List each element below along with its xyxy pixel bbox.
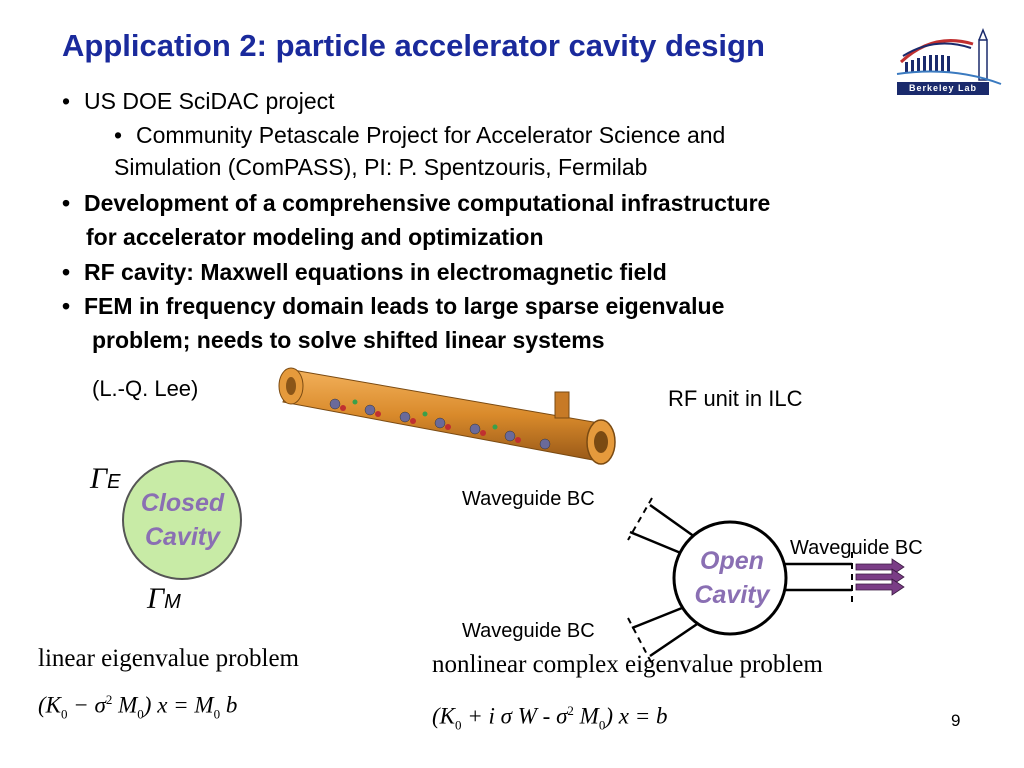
gamma-m-label: ΓM bbox=[147, 582, 181, 615]
bullet-2-cont: for accelerator modeling and optimizatio… bbox=[86, 224, 544, 250]
rf-label: RF unit in ILC bbox=[668, 386, 803, 411]
nonlinear-equation: (K0 + i σ W - σ2 M0) x = b bbox=[432, 703, 668, 733]
gamma-e-label: ΓE bbox=[90, 462, 121, 495]
page-number: 9 bbox=[951, 711, 961, 730]
bullet-1-sub-cont: Simulation (ComPASS), PI: P. Spentzouris… bbox=[114, 154, 648, 180]
waveguide-bc-bottom: Waveguide BC bbox=[462, 620, 595, 642]
bullet-4-cont: problem; needs to solve shifted linear s… bbox=[92, 327, 605, 353]
linear-caption: linear eigenvalue problem bbox=[38, 645, 299, 672]
bullet-2: •Development of a comprehensive computat… bbox=[62, 190, 771, 216]
credit: (L.-Q. Lee) bbox=[92, 376, 199, 401]
closed-cavity-circle bbox=[122, 460, 242, 580]
accelerator-tube-image bbox=[278, 367, 616, 465]
bullet-1: •US DOE SciDAC project bbox=[62, 88, 335, 114]
logo-text: Berkeley Lab bbox=[897, 82, 989, 95]
berkeley-lab-logo bbox=[896, 27, 1002, 85]
waveguide-bc-top: Waveguide BC bbox=[462, 488, 595, 510]
waveguide-bc-right: Waveguide BC bbox=[790, 537, 923, 559]
bullet-4: •FEM in frequency domain leads to large … bbox=[62, 293, 725, 319]
slide-title: Application 2: particle accelerator cavi… bbox=[62, 28, 765, 63]
closed-cavity-label: Closed Cavity bbox=[140, 489, 225, 551]
bullet-1-sub: •Community Petascale Project for Acceler… bbox=[114, 122, 726, 148]
nonlinear-caption: nonlinear complex eigenvalue problem bbox=[432, 651, 823, 678]
open-cavity-label: Open Cavity bbox=[694, 547, 770, 609]
bullet-3: •RF cavity: Maxwell equations in electro… bbox=[62, 259, 667, 285]
open-cavity-diagram bbox=[627, 497, 905, 665]
linear-equation: (K0 − σ2 M0) x = M0 b bbox=[38, 692, 238, 722]
